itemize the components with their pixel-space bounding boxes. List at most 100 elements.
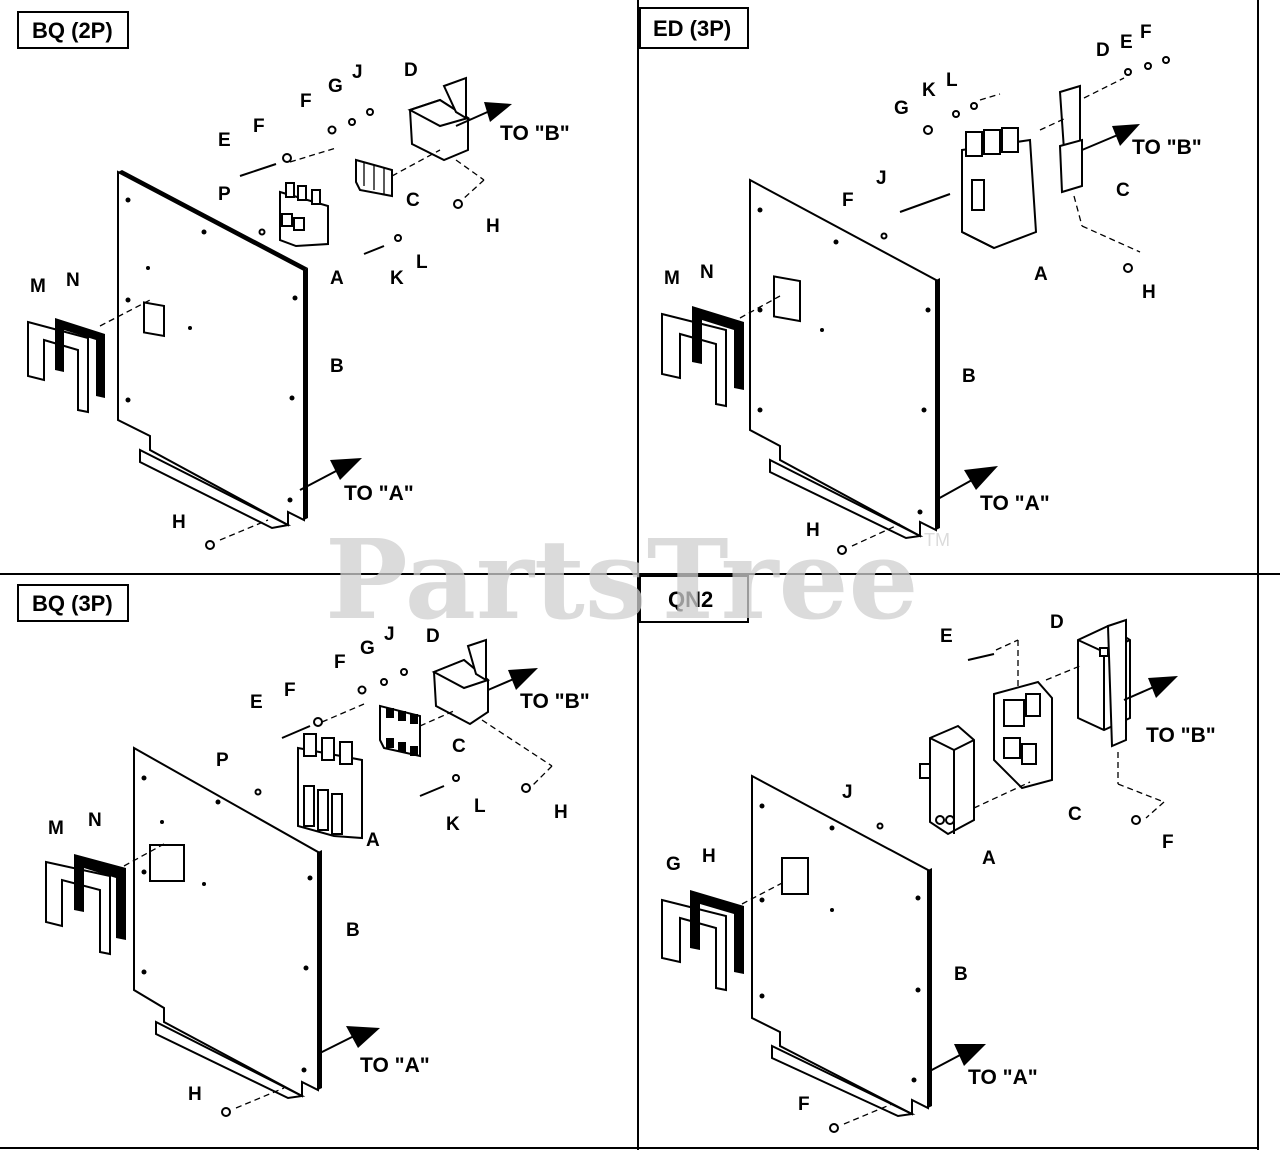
hardware	[205, 108, 485, 550]
panel-bq-3p: TO "B" TO "A" F G J D E F P C A L K H M …	[45, 624, 590, 1117]
callout-labels: M N E F P F G J D C H L K A B H	[30, 60, 500, 533]
svg-text:A: A	[330, 268, 344, 289]
svg-text:C: C	[452, 736, 466, 757]
svg-text:TO "B": TO "B"	[500, 122, 570, 145]
svg-text:C: C	[1116, 180, 1130, 201]
svg-text:M: M	[48, 818, 64, 839]
svg-text:PartsTree: PartsTree	[325, 515, 919, 644]
svg-text:D: D	[404, 60, 418, 81]
svg-text:F: F	[1162, 832, 1174, 853]
svg-text:TO "A": TO "A"	[968, 1066, 1038, 1089]
svg-text:D: D	[1096, 40, 1110, 61]
cover-d	[1077, 618, 1131, 748]
panel-title-bq-3p: BQ (3P)	[17, 584, 129, 622]
svg-text:J: J	[352, 62, 363, 83]
terminal-block-c	[379, 704, 421, 758]
svg-text:F: F	[253, 116, 265, 137]
gasket-h	[690, 890, 744, 974]
hardware	[837, 56, 1170, 555]
gasket-n	[692, 306, 744, 390]
svg-text:K: K	[446, 814, 460, 835]
arrow-to-a: TO "A"	[317, 1026, 430, 1077]
svg-text:C: C	[1068, 804, 1082, 825]
base-c	[993, 680, 1053, 790]
arrow-to-b: TO "B"	[455, 102, 570, 145]
svg-text:H: H	[702, 846, 716, 867]
hardware	[829, 639, 1165, 1133]
svg-text:P: P	[216, 750, 229, 771]
svg-text:BQ (2P): BQ (2P)	[32, 18, 113, 43]
svg-text:L: L	[946, 70, 958, 91]
panel-title-bq-2p: BQ (2P)	[17, 11, 129, 49]
bracket-m	[661, 312, 727, 408]
svg-text:F: F	[334, 652, 346, 673]
breaker-a	[919, 724, 975, 836]
hardware	[221, 668, 553, 1117]
svg-text:A: A	[982, 848, 996, 869]
arrow-to-b: TO "B"	[1081, 124, 1202, 159]
callout-labels: D E F G K L J F C A H M N B H	[664, 22, 1156, 541]
bracket-c	[1058, 84, 1083, 194]
svg-text:H: H	[554, 802, 568, 823]
svg-text:TO "A": TO "A"	[360, 1054, 430, 1077]
panel-title-qn2: QN2	[639, 575, 749, 623]
panel-bq-2p: TO "B" TO "A" M N E F P F G J D C H L K …	[27, 60, 570, 550]
svg-text:TO "B": TO "B"	[520, 690, 590, 713]
svg-text:A: A	[366, 830, 380, 851]
panel-ed-3p: TO "B" TO "A" D E F G K L J F C A H M N …	[661, 22, 1202, 555]
back-plate-b	[749, 178, 940, 540]
svg-text:E: E	[940, 626, 953, 647]
svg-text:TO "A": TO "A"	[344, 482, 414, 505]
arrow-to-a: TO "A"	[935, 466, 1050, 515]
svg-text:H: H	[486, 216, 500, 237]
svg-text:E: E	[1120, 32, 1133, 53]
svg-text:TO "B": TO "B"	[1146, 724, 1216, 747]
svg-text:B: B	[330, 356, 344, 377]
svg-text:B: B	[346, 920, 360, 941]
svg-text:TO "A": TO "A"	[980, 492, 1050, 515]
breaker-a	[297, 733, 363, 840]
svg-text:F: F	[1140, 22, 1152, 43]
svg-text:M: M	[30, 276, 46, 297]
svg-text:A: A	[1034, 264, 1048, 285]
svg-text:TM: TM	[924, 530, 950, 550]
breaker-a	[279, 182, 329, 248]
arrow-to-a: TO "A"	[299, 458, 414, 505]
back-plate-b	[117, 170, 308, 530]
terminal-block-c	[355, 158, 393, 198]
svg-text:F: F	[284, 680, 296, 701]
back-plate-b	[751, 774, 932, 1118]
svg-text:TO "B": TO "B"	[1132, 136, 1202, 159]
svg-text:L: L	[474, 796, 486, 817]
svg-text:E: E	[218, 130, 231, 151]
svg-text:H: H	[1142, 282, 1156, 303]
callout-labels: F G J D E F P C A L K H M N B H	[48, 624, 568, 1105]
svg-text:G: G	[894, 98, 909, 119]
svg-text:H: H	[806, 520, 820, 541]
svg-text:G: G	[328, 76, 343, 97]
svg-text:C: C	[406, 190, 420, 211]
callout-labels: D E J C A F G H B F	[666, 612, 1174, 1115]
cover-d	[407, 76, 471, 162]
svg-text:N: N	[88, 810, 102, 831]
svg-text:B: B	[954, 964, 968, 985]
svg-text:P: P	[218, 184, 231, 205]
back-plate-b	[133, 746, 322, 1100]
watermark: PartsTree TM	[325, 515, 950, 644]
svg-text:J: J	[876, 168, 887, 189]
svg-text:F: F	[798, 1094, 810, 1115]
arrow-to-b: TO "B"	[1123, 676, 1216, 747]
svg-text:E: E	[250, 692, 263, 713]
svg-text:B: B	[962, 366, 976, 387]
svg-text:F: F	[300, 91, 312, 112]
svg-text:M: M	[664, 268, 680, 289]
svg-text:H: H	[188, 1084, 202, 1105]
cover-d	[431, 638, 491, 726]
bracket-g	[661, 898, 727, 992]
arrow-to-b: TO "B"	[487, 668, 590, 713]
arrow-to-a: TO "A"	[927, 1044, 1038, 1089]
svg-text:L: L	[416, 252, 428, 273]
svg-text:QN2: QN2	[668, 587, 713, 612]
svg-text:G: G	[666, 854, 681, 875]
